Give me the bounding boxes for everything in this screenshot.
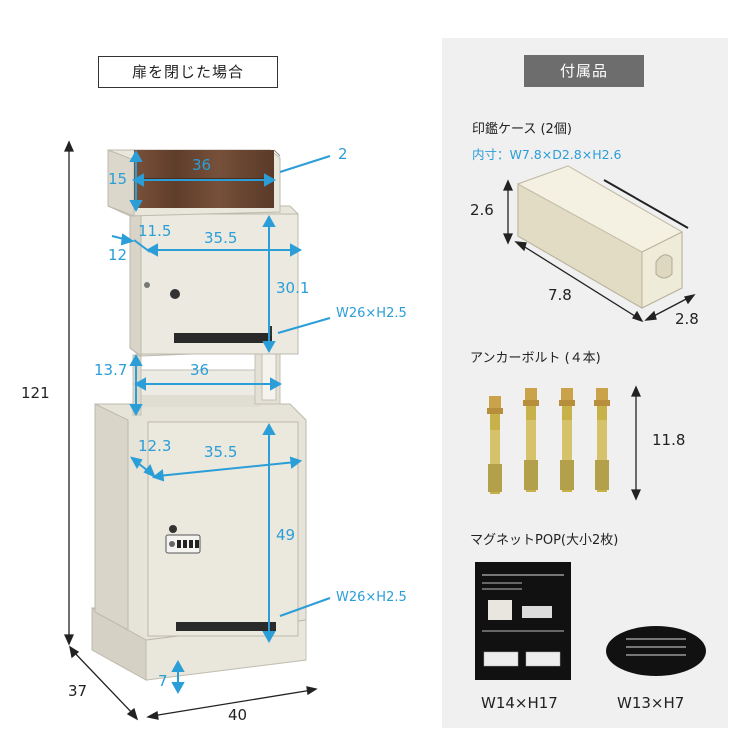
case-inner-size: 内寸：W7.8×D2.8×H2.6: [472, 147, 622, 162]
slot2-size-label: W26×H2.5: [336, 590, 407, 605]
top-width-label: 36: [192, 156, 212, 174]
box1-height-label: 30.1: [276, 279, 310, 297]
top-height-label: 15: [108, 170, 128, 188]
case-depth-label: 2.8: [675, 310, 699, 328]
magnet-title: マグネットPOP(大小2枚): [470, 533, 619, 548]
case-width-label: 7.8: [548, 286, 572, 304]
anchor-bolts: [487, 388, 610, 494]
case-height-label: 2.6: [470, 201, 494, 219]
total-height-label: 121: [21, 384, 50, 402]
width-label: 40: [228, 706, 248, 724]
box1-width-label: 35.5: [204, 229, 238, 247]
gap-width-label: 36: [190, 361, 210, 379]
box1-side2-label: 12: [108, 246, 128, 264]
case-title: 印鑑ケース (2個): [472, 122, 572, 137]
box1-side-label: 11.5: [138, 222, 172, 240]
anchor-length-label: 11.8: [652, 431, 686, 449]
base-height-label: 7: [158, 672, 168, 690]
depth-label: 37: [68, 682, 88, 700]
accessories-title: 付属品: [524, 55, 644, 87]
box2-side-label: 12.3: [138, 437, 172, 455]
box2-height-label: 49: [276, 526, 296, 544]
magnet-small-size: W13×H7: [617, 694, 685, 712]
magnet-large-size: W14×H17: [481, 694, 558, 712]
box2-width-label: 35.5: [204, 443, 238, 461]
top-thickness-label: 2: [338, 145, 348, 163]
slot1-size-label: W26×H2.5: [336, 306, 407, 321]
closed-door-title: 扉を閉じた場合: [98, 56, 278, 88]
gap-height-label: 13.7: [94, 361, 128, 379]
anchor-title: アンカーボルト (４本): [470, 351, 601, 366]
